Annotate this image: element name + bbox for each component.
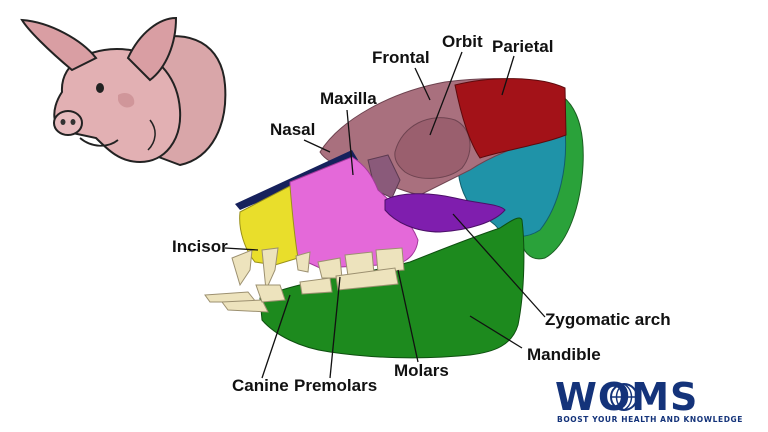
premolars-leader (329, 276, 341, 379)
label-nasal: Nasal (270, 120, 315, 139)
molars-leader (397, 269, 419, 363)
skull-orbit (394, 117, 471, 179)
frontal-leader (414, 67, 431, 101)
label-canine: Canine (232, 376, 289, 395)
label-mandible: Mandible (527, 345, 601, 364)
lower-premolar-tooth (299, 277, 333, 295)
pig-skull (204, 78, 584, 359)
label-frontal: Frontal (372, 48, 430, 67)
orbit-leader (429, 51, 463, 136)
nasal-leader (303, 139, 331, 153)
zygomatic-arch-leader (452, 213, 546, 318)
lower-molar-tooth (335, 267, 399, 291)
label-premolars: Premolars (294, 376, 377, 395)
pig-nostril-2 (70, 119, 76, 125)
upper-premolar-tooth-2 (317, 257, 343, 279)
label-parietal: Parietal (492, 37, 553, 56)
lower-teeth (204, 267, 399, 313)
skull-zygomatic-arch (384, 193, 506, 233)
label-molars: Molars (394, 361, 449, 380)
label-incisor: Incisor (172, 237, 228, 256)
label-maxilla: Maxilla (320, 89, 377, 108)
upper-molar-tooth-2 (375, 247, 405, 273)
pig-snout (53, 110, 83, 136)
canine-leader (261, 294, 291, 379)
woms-logo: WOMS BOOST YOUR HEALTH AND KNOWLEDGE (555, 375, 743, 424)
incisor-leader (224, 247, 259, 251)
mandible-leader (469, 315, 523, 349)
lower-canine-tooth (255, 284, 286, 303)
upper-premolar-tooth-1 (295, 251, 311, 273)
pig-ear-left (20, 18, 98, 72)
label-orbit: Orbit (442, 32, 483, 51)
skull-mandible (259, 217, 525, 359)
logo-tagline: BOOST YOUR HEALTH AND KNOWLEDGE (557, 415, 743, 424)
labels: Frontal Orbit Parietal Maxilla Nasal Inc… (172, 32, 671, 395)
maxilla-leader (346, 109, 354, 176)
pig-head-illustration (20, 16, 227, 167)
pig-mouth (79, 137, 119, 147)
lower-incisor-tooth-2 (221, 299, 269, 313)
pig-eye (96, 83, 104, 93)
logo-globe-meridian (611, 383, 637, 411)
pig-spot (118, 93, 135, 108)
leader-lines (224, 51, 546, 379)
pig-cheek-wrinkle (147, 119, 156, 151)
label-zygomatic-arch: Zygomatic arch (545, 310, 671, 329)
pig-nostril-1 (60, 119, 66, 125)
pig-ear-right (126, 16, 178, 82)
skull-parietal-bone (454, 78, 567, 159)
parietal-leader (501, 55, 515, 96)
upper-incisor-tooth (231, 249, 253, 287)
upper-canine-tooth (261, 247, 279, 292)
